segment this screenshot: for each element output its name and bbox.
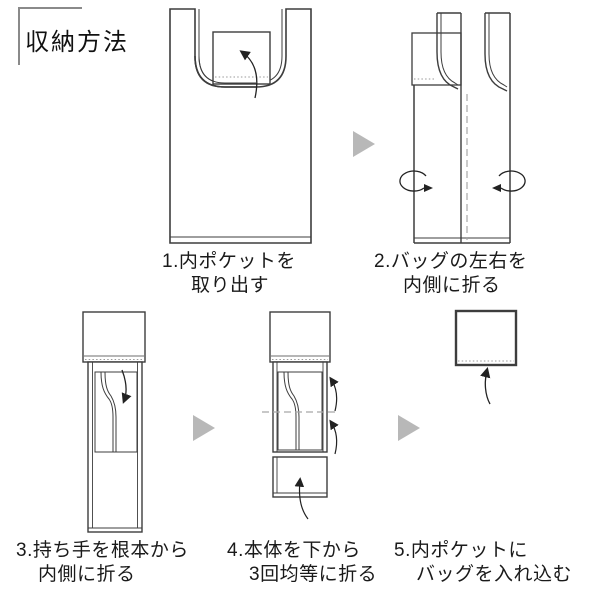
folded-body bbox=[413, 13, 511, 244]
fold-down-arrow-icon bbox=[121, 369, 132, 404]
pocket-section bbox=[269, 311, 331, 363]
step4-caption-line2: 3回均等に折る bbox=[249, 564, 378, 585]
step1-caption-line2: 取り出す bbox=[191, 275, 270, 296]
step4-bag-illustration bbox=[262, 311, 339, 520]
step3-caption: 3.持ち手を根本から 内側に折る bbox=[16, 539, 189, 587]
step3-bag-illustration bbox=[82, 311, 146, 533]
packed-pocket bbox=[454, 309, 518, 367]
step2-caption: 2.バッグの左右を 内側に折る bbox=[374, 250, 527, 298]
tuck-in-arrow-icon bbox=[480, 366, 491, 405]
right-handle bbox=[484, 12, 510, 92]
bag-front-edge-over-pocket bbox=[194, 55, 256, 88]
folded-body bbox=[87, 361, 143, 533]
step4-caption-line1: 4.本体を下から bbox=[227, 540, 361, 561]
step2-bag-illustration bbox=[399, 12, 526, 244]
page-title: 収納方法 bbox=[25, 29, 129, 56]
step3-caption-line1: 3.持ち手を根本から bbox=[16, 540, 189, 561]
step5-caption-line1: 5.内ポケットに bbox=[394, 540, 528, 561]
next-step-arrow-icon bbox=[193, 415, 215, 441]
inner-pocket bbox=[212, 31, 271, 85]
left-handle bbox=[436, 12, 461, 90]
step2-caption-line2: 内側に折る bbox=[403, 275, 501, 296]
corner-bracket bbox=[18, 7, 82, 65]
step5-caption-line2: バッグを入れ込む bbox=[416, 564, 573, 585]
step4-caption: 4.本体を下から 3回均等に折る bbox=[227, 539, 377, 587]
fold-up-arrow-icon bbox=[329, 419, 339, 455]
fold-left-arrow-icon bbox=[399, 170, 433, 192]
step1-caption-line1: 1.内ポケットを bbox=[162, 251, 296, 272]
next-step-arrow-icon bbox=[398, 415, 420, 441]
pocket-section bbox=[82, 311, 146, 363]
bag-inner-edge-over-pocket bbox=[198, 55, 256, 84]
upper-body bbox=[272, 361, 328, 453]
fold-up-arrow-icon bbox=[329, 376, 339, 412]
fold-right-arrow-icon bbox=[492, 170, 526, 192]
folded-handle-area bbox=[277, 371, 323, 451]
step5-caption: 5.内ポケットに バッグを入れ込む bbox=[394, 539, 572, 587]
fold-bottom-arrow-icon bbox=[294, 477, 309, 520]
step1-caption: 1.内ポケットを 取り出す bbox=[162, 250, 296, 298]
step3-caption-line2: 内側に折る bbox=[38, 564, 136, 585]
step5-pocket-illustration bbox=[454, 309, 518, 405]
step2-caption-line1: 2.バッグの左右を bbox=[374, 251, 528, 272]
pull-out-arrow-icon bbox=[239, 50, 258, 99]
step1-bag-illustration bbox=[169, 8, 312, 244]
next-step-arrow-icon bbox=[353, 131, 375, 157]
folded-handle bbox=[100, 371, 117, 452]
